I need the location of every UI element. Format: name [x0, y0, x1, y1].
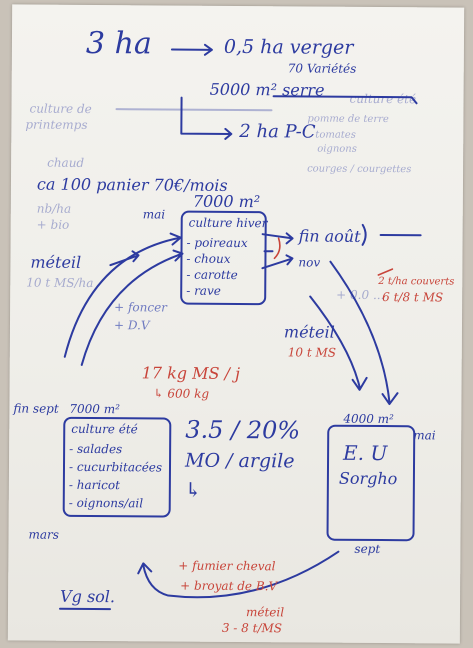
arrow-left-up-1 — [63, 232, 182, 358]
fumier-line-1: + fumier cheval — [178, 558, 276, 574]
arrow-left-up-2 — [80, 249, 184, 366]
arrow-bottom-curve — [137, 550, 340, 599]
box-left-item: - oignons/ail — [68, 495, 144, 511]
faint-nb-note: nb/ha — [36, 201, 72, 216]
arrow-2ha — [180, 96, 233, 140]
box-right-area: 4000 m² — [343, 411, 394, 427]
bio-note: + bio — [36, 217, 70, 232]
faint-note-right-1: culture été — [349, 91, 417, 107]
area-total: 3 ha — [85, 25, 152, 62]
arrow-to-finaout — [261, 232, 294, 245]
vg-sol-label: Vg sol. — [60, 586, 116, 607]
box-culture-ete: culture été - salades - cucurbitacées - … — [62, 416, 172, 518]
box-top-item: - poireaux — [186, 235, 248, 251]
center-red-1: 17 kg MS / j — [141, 363, 241, 384]
box-right-line-1: E. U — [343, 440, 388, 466]
faint-note-right-4: oignons — [317, 143, 357, 155]
nov-label: nov — [298, 255, 321, 270]
faint-note-left-3: chaud — [47, 155, 85, 170]
box-top-title: culture hiver — [188, 215, 268, 231]
box-top-item: - carotte — [186, 267, 238, 283]
box-left-item: - haricot — [68, 477, 121, 493]
box-top-area: 7000 m² — [192, 191, 261, 212]
red-right-note-1: 2 t/ha couverts — [378, 275, 455, 288]
faint-note-right-5: courges / courgettes — [307, 163, 412, 176]
arrow-right-down-1 — [329, 260, 399, 406]
box-left-title: culture été — [71, 421, 138, 437]
box-eu-sorgho: E. U Sorgho — [326, 424, 416, 542]
bracket-right — [272, 95, 418, 105]
dv-note: + D.V — [113, 318, 150, 333]
box-left-item: - salades — [69, 441, 123, 457]
faint-note-left-1: culture de — [29, 101, 92, 116]
faint-note-right-3: tomates — [315, 129, 356, 141]
center-arrow: ↳ — [184, 477, 202, 502]
box-top-item: - choux — [186, 251, 231, 266]
meteil-bottom-yield: 3 - 8 t/MS — [221, 620, 283, 636]
meteil-left: méteil — [30, 252, 82, 272]
center-ratio-2: MO / argile — [184, 449, 295, 473]
box-left-area: 7000 m² — [69, 401, 120, 417]
red-strike — [273, 237, 281, 260]
faint-note-left-2: printemps — [25, 117, 88, 132]
meteil-right-yield: 10 t MS — [287, 345, 337, 360]
orchard-varieties: 70 Variétés — [287, 61, 357, 76]
center-ratio: 3.5 / 20% — [185, 415, 301, 445]
mai-top: mai — [142, 207, 166, 222]
center-red-2: ↳ 600 kg — [153, 386, 210, 401]
fumier-line-2: + broyat de B.V — [180, 578, 278, 594]
fin-aout-label: fin août — [298, 226, 361, 246]
mars-label: mars — [28, 527, 60, 542]
box-culture-hiver: culture hiver - poireaux - choux - carot… — [180, 210, 268, 306]
faint-note-right-2: pomme de terre — [307, 113, 389, 126]
box-right-month: mai — [413, 428, 436, 443]
faint-right-note: + 0.0 ... — [336, 287, 385, 303]
box-top-item: - rave — [186, 283, 221, 298]
fin-sept-label: fin sept — [13, 401, 59, 416]
meteil-right: méteil — [283, 322, 335, 342]
orchard-label: 0,5 ha verger — [223, 35, 354, 59]
meteil-bottom: méteil — [245, 605, 285, 620]
sept-label: sept — [354, 541, 381, 557]
arrow-header — [170, 43, 213, 56]
serre-label: 5000 m² serre — [209, 79, 325, 100]
meteil-left-yield: 10 t MS/ha — [26, 275, 94, 291]
handwritten-page: 3 ha 0,5 ha verger 70 Variétés 5000 m² s… — [7, 4, 465, 644]
pc-label: 2 ha P-C — [239, 121, 316, 143]
ink-strokes — [59, 43, 422, 611]
box-left-item: - cucurbitacées — [68, 459, 163, 475]
arrow-to-nov — [261, 254, 294, 270]
arrow-right-down-2 — [309, 295, 368, 391]
foncer-note: + foncer — [114, 300, 167, 315]
red-right-note-2: 6 t/8 t MS — [382, 290, 444, 305]
box-right-line-2: Sorgho — [338, 468, 398, 489]
